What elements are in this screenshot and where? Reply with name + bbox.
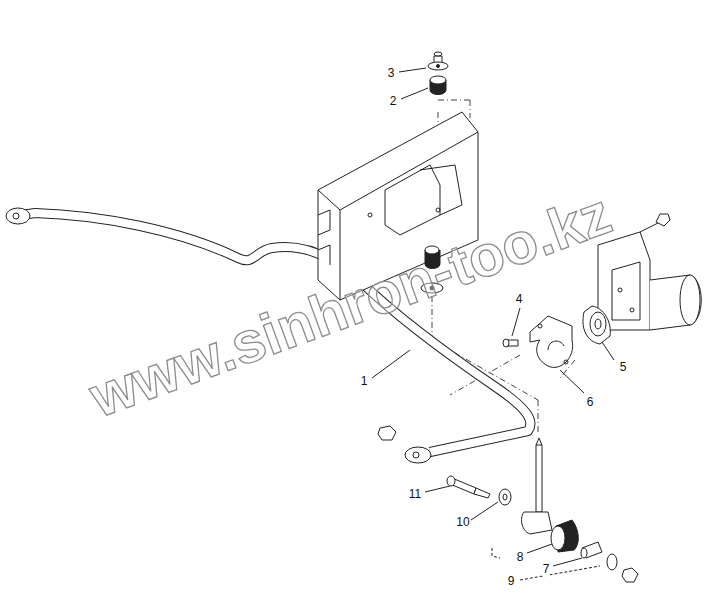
callout-number: 5 (619, 360, 628, 374)
callout-number: 10 (455, 515, 470, 529)
callout-number: 7 (542, 562, 551, 576)
callout-number: 4 (515, 292, 524, 306)
callout-number: 6 (586, 395, 595, 409)
watermark: www.sinhron-too.kz (82, 184, 618, 426)
callout-number: 2 (389, 94, 398, 108)
callout-number: 3 (387, 66, 396, 80)
callout-number: 8 (516, 550, 525, 564)
callout-number: 9 (507, 574, 516, 588)
callout-number: 11 (408, 487, 422, 501)
callout-number: 1 (360, 374, 369, 388)
